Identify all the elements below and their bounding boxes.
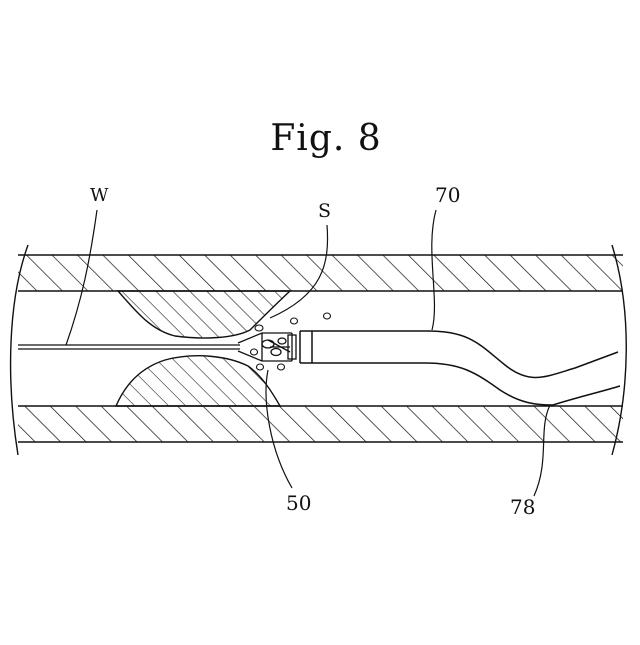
lower-plaque [116,356,280,406]
tip-device [238,333,296,361]
lower-vessel-wall [18,406,623,442]
figure-title: Fig. 8 [0,118,640,159]
catheter [300,331,620,405]
label-bend: 78 [510,495,535,519]
label-space: S [318,200,331,222]
upper-plaque [118,291,290,338]
label-catheter: 70 [435,183,460,207]
label-tip-device: 50 [286,491,311,515]
guidewire [18,345,240,349]
label-guidewire: W [90,185,109,206]
leader-lines [66,210,550,496]
upper-vessel-wall [18,255,623,291]
